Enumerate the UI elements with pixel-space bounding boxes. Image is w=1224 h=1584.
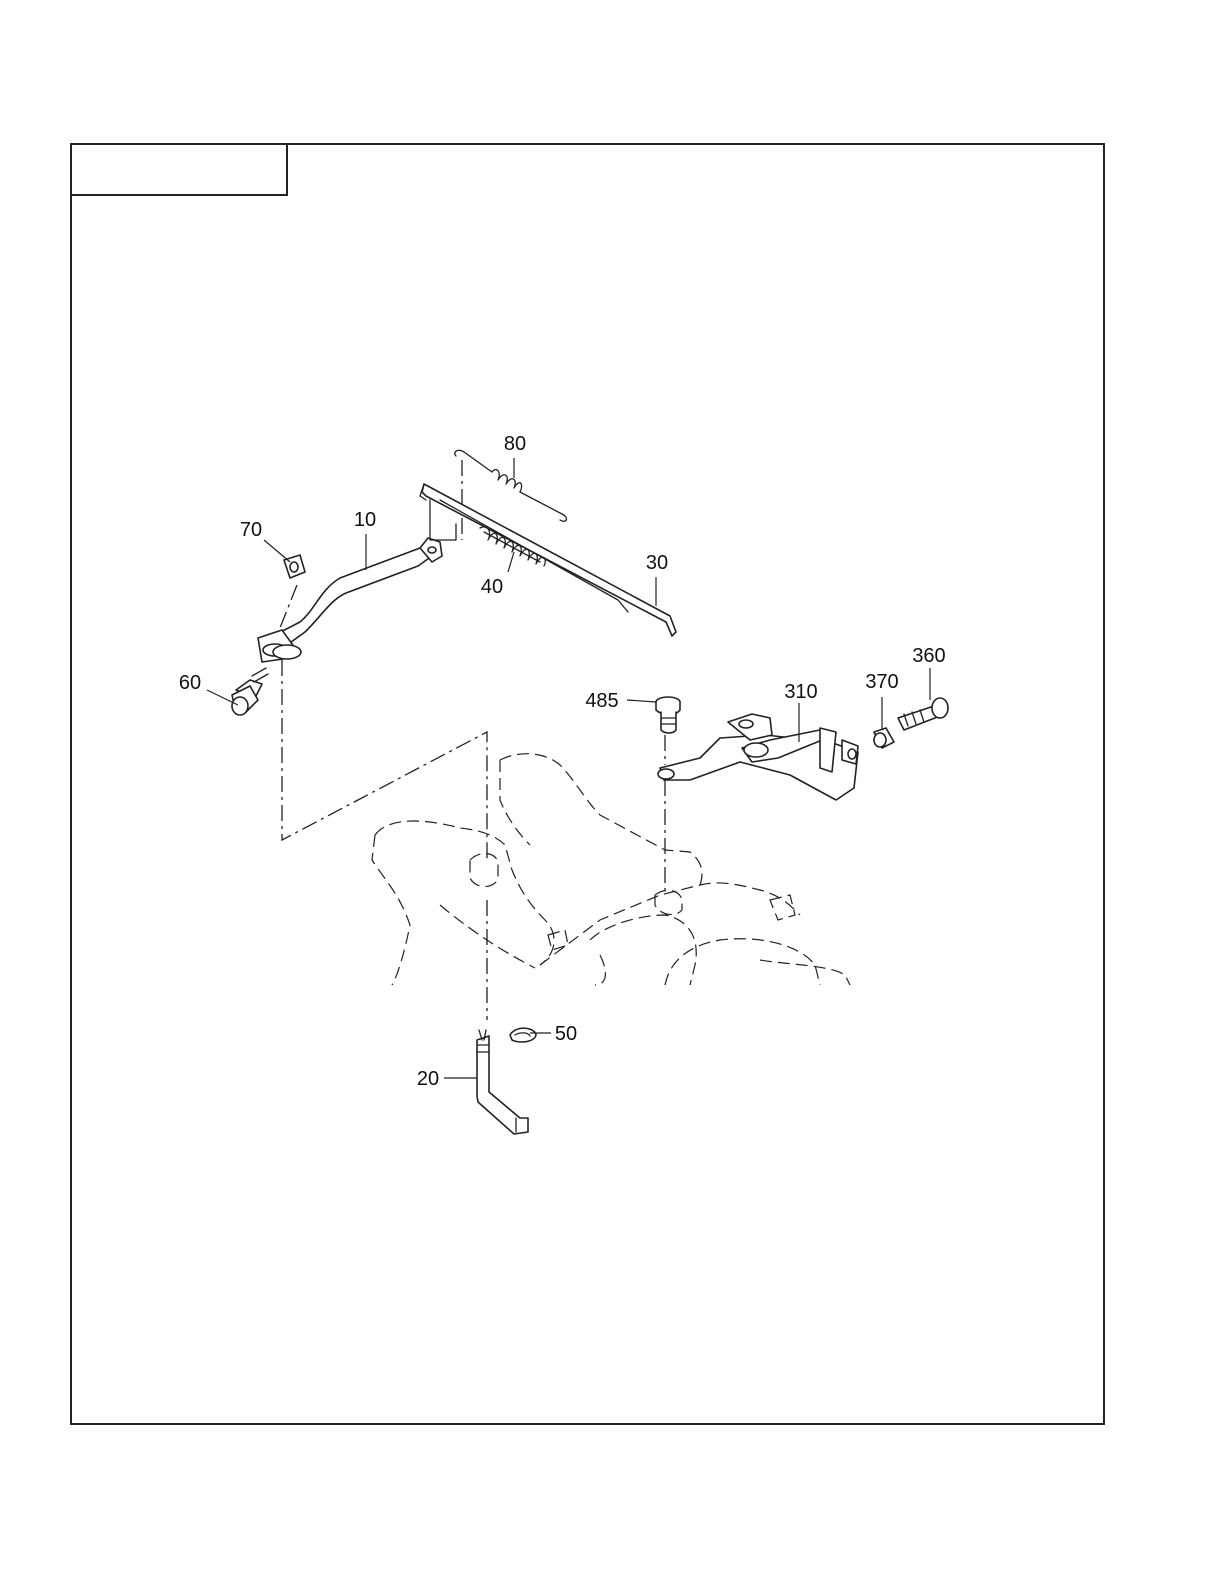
snap-clip <box>510 1028 536 1042</box>
callout-370: 370 <box>865 671 898 693</box>
spacer-washer <box>874 728 894 748</box>
control-bracket <box>658 714 858 800</box>
callout-485: 485 <box>585 690 618 712</box>
governor-lever <box>258 538 442 662</box>
callout-20: 20 <box>417 1068 439 1090</box>
lever-bolt <box>232 668 268 715</box>
lock-nut <box>284 555 305 578</box>
flange-bolt <box>656 697 680 733</box>
callout-60: 60 <box>179 672 201 694</box>
callout-310: 310 <box>784 681 817 703</box>
pivot-bolt <box>898 698 948 730</box>
callout-10: 10 <box>354 509 376 531</box>
callout-80: 80 <box>504 433 526 455</box>
engine-block-outline <box>372 754 850 985</box>
callout-40: 40 <box>481 576 503 598</box>
callout-30: 30 <box>646 552 668 574</box>
governor-shaft <box>477 1030 528 1134</box>
callout-70: 70 <box>240 519 262 541</box>
callout-360: 360 <box>912 645 945 667</box>
assembly-lines <box>272 460 665 1020</box>
callout-50: 50 <box>555 1023 577 1045</box>
